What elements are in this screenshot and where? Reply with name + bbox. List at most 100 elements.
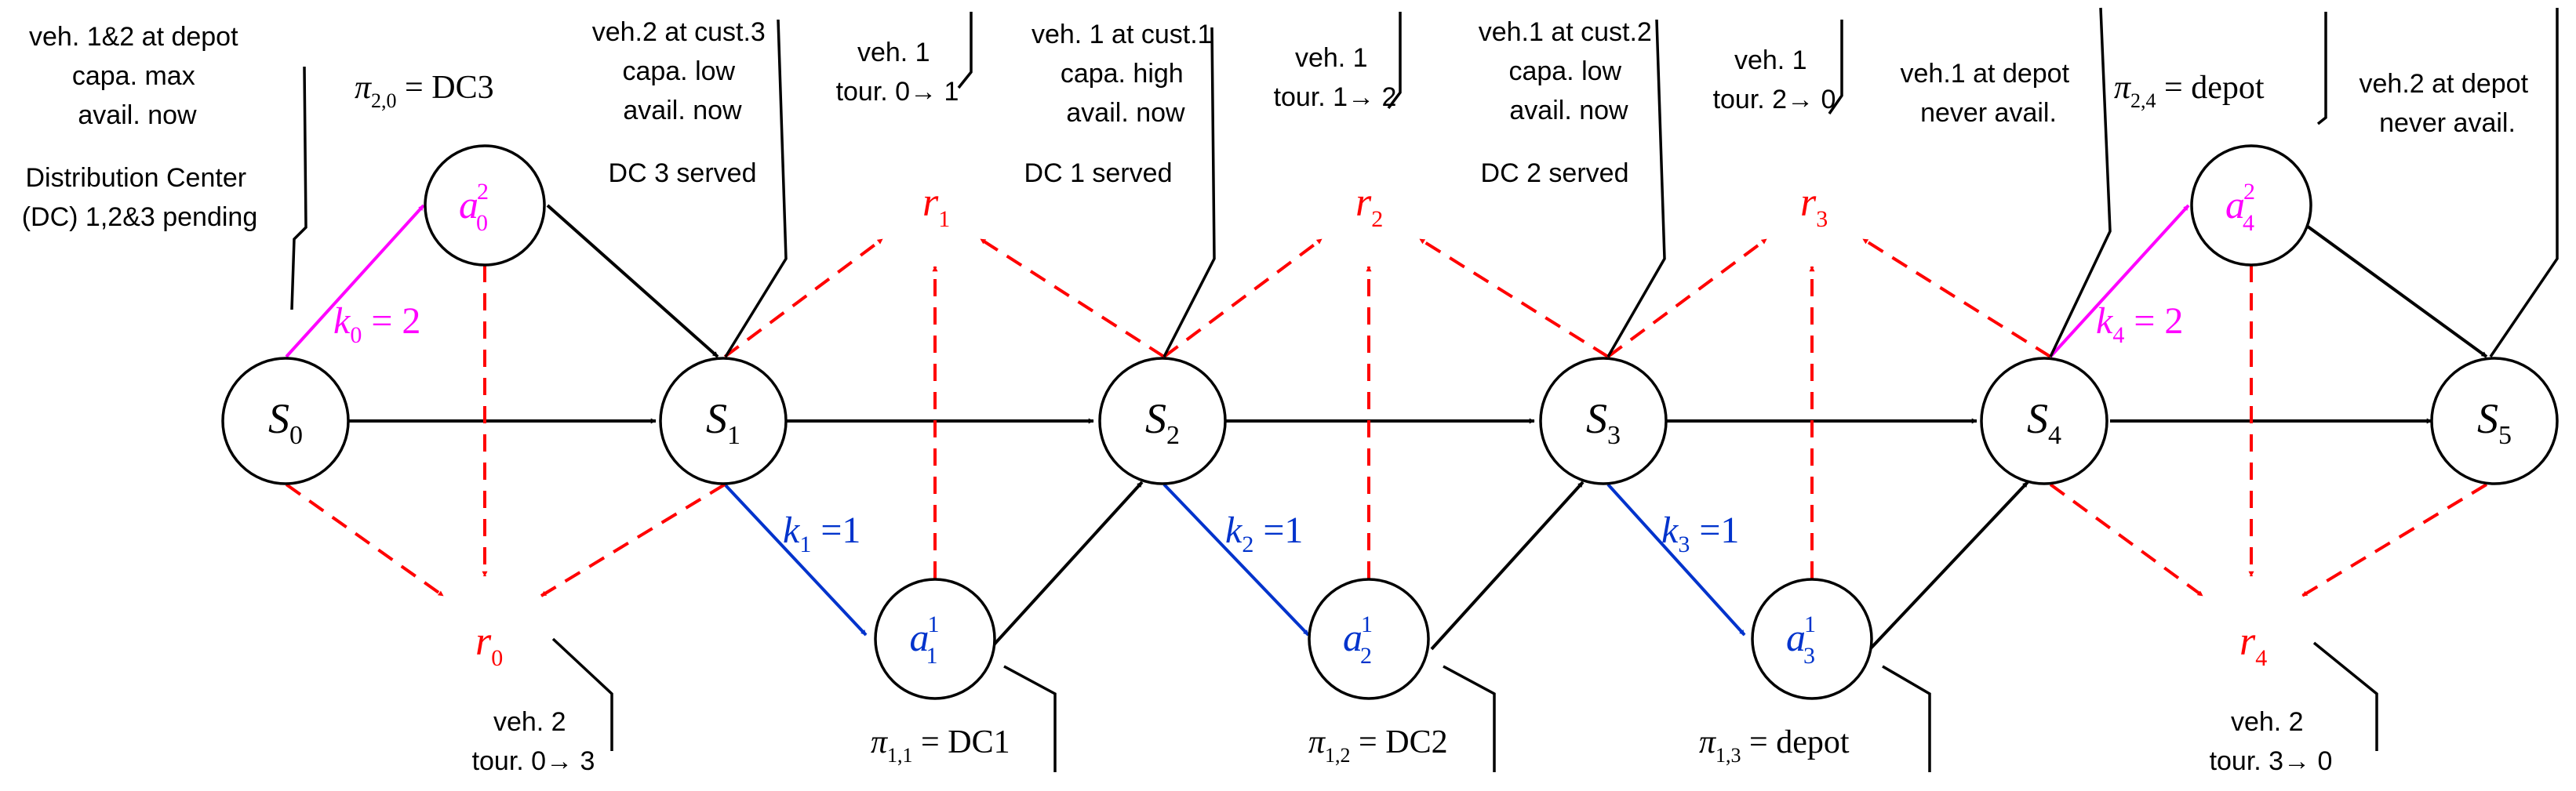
state-node-s0: S0: [221, 357, 350, 485]
svg-text:a12: a12: [1343, 611, 1373, 669]
pi-value: = DC3: [397, 70, 494, 106]
k-value: = 2: [2124, 300, 2183, 342]
annotation-line: tour. 1→ 2: [1274, 82, 1397, 112]
pi-symbol: π: [2114, 70, 2131, 106]
reward-edges: [285, 238, 2488, 597]
callout-pi12-bracket: [1443, 665, 1496, 772]
annotation-line: veh. 2: [493, 707, 566, 737]
callout-s0-bracket: [290, 66, 307, 310]
state-node-s3: S3: [1539, 357, 1668, 485]
k-subscript: 2: [1242, 532, 1253, 557]
edge-s1-a11: [723, 483, 868, 637]
pi-value: = depot: [1741, 724, 1850, 760]
action-superscript: 1: [1361, 611, 1373, 637]
annotation-line: veh. 1 at cust.1: [1031, 20, 1213, 49]
state-node-s2: S2: [1098, 357, 1227, 485]
edge-a11-s2: [988, 481, 1144, 651]
annotation-line: capa. low: [1508, 56, 1621, 86]
k-value: =1: [811, 510, 860, 551]
callout-r0-bracket: [551, 637, 613, 751]
annotation-s1-dc: DC 3 served: [609, 158, 757, 188]
pi-value: = DC1: [913, 724, 1010, 760]
callout-s2-bracket: [1162, 27, 1216, 357]
annotation-r2: veh. 1 tour. 1→ 2: [1274, 43, 1397, 112]
action-subscript: 0: [476, 210, 488, 236]
edge-s5-r4: [2301, 483, 2488, 597]
svg-text:S1: S1: [706, 395, 740, 450]
k-label-1: k1 =1: [783, 510, 860, 557]
svg-text:S0: S0: [268, 395, 303, 450]
annotation-line: avail. now: [623, 96, 742, 125]
k-label-0: k0 = 2: [333, 300, 420, 348]
edge-s3-r3: [1606, 238, 1768, 358]
state-label: S: [2027, 395, 2048, 442]
reward-r3: r3: [1800, 180, 1828, 232]
callout-s4-bracket: [2049, 7, 2112, 357]
edge-s2-r2: [1162, 238, 1323, 358]
action-subscript: 1: [926, 643, 937, 669]
state-label: S: [706, 395, 727, 442]
edge-a12-s3: [1430, 481, 1585, 651]
state-subscript: 3: [1607, 421, 1621, 450]
callout-s3-bracket: [1606, 19, 1666, 357]
pi-label-2-4: π2,4 = depot: [2114, 70, 2265, 112]
k-symbol: k: [1661, 510, 1679, 551]
annotation-r3: veh. 1 tour. 2→ 0: [1713, 45, 1836, 114]
callout-r4-bracket: [2312, 641, 2378, 751]
pi-value: = DC2: [1351, 724, 1448, 760]
edge-s4-r3: [1861, 238, 2052, 358]
svg-text:S5: S5: [2477, 395, 2512, 450]
reward-nodes: r0 r1 r2 r3 r4: [475, 180, 2267, 671]
k-label-2: k2 =1: [1225, 510, 1303, 557]
state-subscript: 1: [727, 421, 740, 450]
edge-s3-r2: [1418, 238, 1610, 358]
annotation-line: never avail.: [2379, 108, 2516, 138]
k-label-3: k3 =1: [1661, 510, 1739, 557]
k-subscript: 0: [350, 322, 362, 348]
annotation-line: tour. 2→ 0: [1713, 85, 1836, 114]
annotation-line: veh. 1: [857, 38, 930, 67]
pi-subscript: 2,0: [371, 89, 397, 112]
callout-s1-bracket: [724, 19, 788, 357]
annotation-line: avail. now: [78, 100, 197, 130]
annotation-line: never avail.: [1920, 98, 2057, 128]
action-label: a: [459, 183, 478, 227]
annotation-line: veh.2 at cust.3: [592, 17, 766, 47]
callout-brackets: [290, 7, 2559, 772]
state-label: S: [1145, 395, 1166, 442]
vehicle1-action-edges: [723, 483, 1746, 637]
annotation-r1: veh. 1 tour. 0→ 1: [836, 38, 959, 107]
pi-subscript: 1,2: [1325, 744, 1351, 767]
callout-pi24-bracket: [2316, 12, 2327, 125]
reward-label: r: [1355, 180, 1372, 225]
vehicle2-action-edges: [285, 204, 2190, 358]
annotation-line: veh.2 at depot: [2360, 69, 2529, 99]
pi-label-1-3: π1,3 = depot: [1699, 724, 1850, 767]
annotation-s2-dc: DC 1 served: [1024, 158, 1173, 188]
pi-label-1-2: π1,2 = DC2: [1308, 724, 1448, 767]
annotation-line: (DC) 1,2&3 pending: [22, 202, 258, 232]
policy-labels: π2,0 = DC3 π1,1 = DC1 π1,2 = DC2 π1,3 = …: [355, 70, 2265, 767]
k-symbol: k: [333, 300, 351, 342]
annotation-line: veh.1 at cust.2: [1479, 17, 1652, 47]
annotation-line: veh.1 at depot: [1901, 59, 2070, 89]
callout-r2-bracket: [1387, 12, 1402, 110]
svg-text:S3: S3: [1586, 395, 1621, 450]
pi-value: = depot: [2156, 70, 2265, 106]
annotation-line: veh. 1: [1295, 43, 1368, 73]
annotation-r0: veh. 2 tour. 0→ 3: [472, 707, 595, 776]
edge-a20-s1: [546, 204, 719, 358]
svg-text:S2: S2: [1145, 395, 1180, 450]
annotation-line: tour. 0→ 1: [836, 77, 959, 107]
pi-subscript: 1,3: [1716, 744, 1741, 767]
pi-subscript: 2,4: [2130, 89, 2156, 112]
state-nodes: S0 S1 S2 S3 S4 S5: [221, 357, 2559, 485]
annotation-s3-dc: DC 2 served: [1481, 158, 1629, 188]
annotation-line: capa. high: [1061, 59, 1184, 89]
annotation-s5: veh.2 at depot never avail.: [2360, 69, 2536, 138]
svg-text:a13: a13: [1786, 611, 1816, 669]
